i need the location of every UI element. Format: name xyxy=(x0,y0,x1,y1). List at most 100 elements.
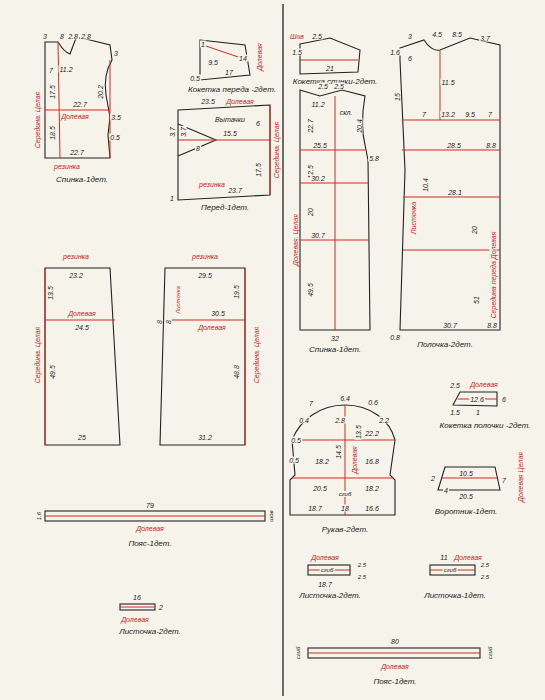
dimension-label: резинка xyxy=(191,253,219,260)
dimension-label: резинка xyxy=(198,181,226,188)
dimension-label: 23.5 xyxy=(200,98,216,105)
dimension-label: 1.5 xyxy=(291,49,303,56)
dimension-label: сгиб xyxy=(443,567,458,573)
dimension-label: Долевая xyxy=(67,310,97,317)
dimension-label: 7 xyxy=(48,67,54,74)
piece-caption: Пояс-1дет. xyxy=(372,678,417,686)
piece-caption: Воротник-1дет. xyxy=(434,508,499,516)
piece-caption: Листочка-1дет. xyxy=(423,592,487,600)
dimension-label: Шов xyxy=(289,33,305,40)
dimension-label: 7 xyxy=(501,477,507,484)
dimension-label: 3.7 xyxy=(169,126,176,138)
dimension-label: Долевая xyxy=(469,381,499,388)
dimension-label: 2.2 xyxy=(378,417,390,424)
dimension-label: 16.6 xyxy=(364,505,380,512)
dimension-label: 10.4 xyxy=(422,177,429,193)
dimension-label: Середина. Целая xyxy=(253,326,260,385)
piece-caption: Перед-1дет. xyxy=(200,204,250,212)
dimension-label: сгиб xyxy=(320,567,335,573)
dimension-label: сгиб xyxy=(487,646,493,661)
dimension-label: 30.7 xyxy=(442,322,458,329)
dimension-label: 1 xyxy=(475,409,481,416)
dimension-label: резинка xyxy=(53,163,81,170)
dimension-label: 28.1 xyxy=(447,189,463,196)
dimension-label: 23.7 xyxy=(227,187,243,194)
dimension-label: 7 xyxy=(487,111,493,118)
dimension-label: 51 xyxy=(473,295,480,305)
dimension-label: 32 xyxy=(330,335,340,342)
dimension-label: 8 xyxy=(156,319,163,325)
dimension-label: 0.5 xyxy=(290,437,302,444)
piece-caption: Листочка-2дет. xyxy=(118,628,182,636)
dimension-label: 6 xyxy=(501,396,507,403)
dimension-label: 2.5 xyxy=(480,574,490,580)
dimension-label: 22.7 xyxy=(72,101,88,108)
dimension-label: 18 xyxy=(340,505,350,512)
dimension-label: 8.5 xyxy=(451,31,463,38)
dimension-label: 0.5 xyxy=(109,134,121,141)
dimension-label: Долевая xyxy=(453,554,483,561)
dimension-label: 18.7 xyxy=(307,505,323,512)
dimension-label: 3.7 xyxy=(180,126,187,138)
dimension-label: 0.6 xyxy=(367,399,379,406)
dimension-label: 2.8 xyxy=(334,417,346,424)
dimension-label: 0.4 xyxy=(298,417,310,424)
dimension-label: 3 xyxy=(407,33,413,40)
dimension-label: 8 xyxy=(59,33,65,40)
dimension-label: 3.5 xyxy=(110,114,122,121)
dimension-label: 2.5 xyxy=(317,83,329,90)
dimension-label: 16 xyxy=(132,594,142,601)
dimension-label: резинка xyxy=(62,253,90,260)
dimension-label: 1.6 xyxy=(36,511,42,521)
dimension-label: 2.8 xyxy=(67,33,79,40)
piece-caption: Пояс-1дет. xyxy=(127,540,172,548)
dimension-label: 30.2 xyxy=(310,175,326,182)
dimension-label: шов xyxy=(268,509,274,522)
dimension-label: Середина. Целая xyxy=(273,121,280,180)
dimension-label: 16.8 xyxy=(364,458,380,465)
dimension-label: 49.5 xyxy=(49,364,56,380)
dimension-label: 18.2 xyxy=(364,485,380,492)
dimension-label: Долевая Целая xyxy=(517,451,524,503)
dimension-label: 11.5 xyxy=(440,79,455,86)
dimension-label: 20 xyxy=(471,225,478,235)
dimension-label: 1 xyxy=(169,195,175,202)
dimension-label: Долевая xyxy=(310,554,340,561)
dimension-label: 30.5 xyxy=(210,310,226,317)
dimension-label: 4.5 xyxy=(431,31,443,38)
piece-caption: Полочка-2дет. xyxy=(416,341,474,349)
dimension-label: 2 xyxy=(158,604,164,611)
dimension-label: 20 xyxy=(307,207,314,217)
dimension-label: 2.5 xyxy=(449,382,461,389)
dimension-label: 24.5 xyxy=(74,324,90,331)
dimension-label: 13.2 xyxy=(440,111,456,118)
piece-caption: Спинка-1дет. xyxy=(308,346,362,354)
dimension-label: Вытачки xyxy=(214,116,246,123)
dimension-label: 8 xyxy=(165,319,172,325)
dimension-label: Долевая. Целая xyxy=(292,213,299,267)
dimension-label: 20.4 xyxy=(356,118,363,134)
dimension-label: 20.5 xyxy=(458,493,474,500)
dimension-label: 6.4 xyxy=(339,395,351,402)
dimension-label: 25 xyxy=(77,434,87,441)
piece-caption: Спинка-1дет. xyxy=(55,176,109,184)
dimension-label: Середина. Целая xyxy=(34,91,41,150)
dimension-label: 21 xyxy=(325,65,335,72)
dimension-label: 7 xyxy=(308,400,314,407)
dimension-label: 31.2 xyxy=(197,434,213,441)
dimension-label: 9.5 xyxy=(464,111,476,118)
dimension-label: 79 xyxy=(145,502,155,509)
dimension-label: 0.5 xyxy=(288,457,300,464)
dimension-label: Долевая xyxy=(225,98,255,105)
dimension-label: 17.5 xyxy=(255,162,262,178)
dimension-label: сгиб xyxy=(338,491,353,497)
dimension-label: 28.5 xyxy=(446,142,462,149)
dimension-label: Долевая xyxy=(380,663,410,670)
dimension-label: 2 xyxy=(430,475,436,482)
dimension-label: 3.7 xyxy=(479,35,491,42)
dimension-label: Долевая xyxy=(120,616,150,623)
dimension-label: 49.5 xyxy=(307,282,314,298)
dimension-label: сгиб xyxy=(295,646,301,661)
dimension-label: 11.2 xyxy=(58,66,73,73)
